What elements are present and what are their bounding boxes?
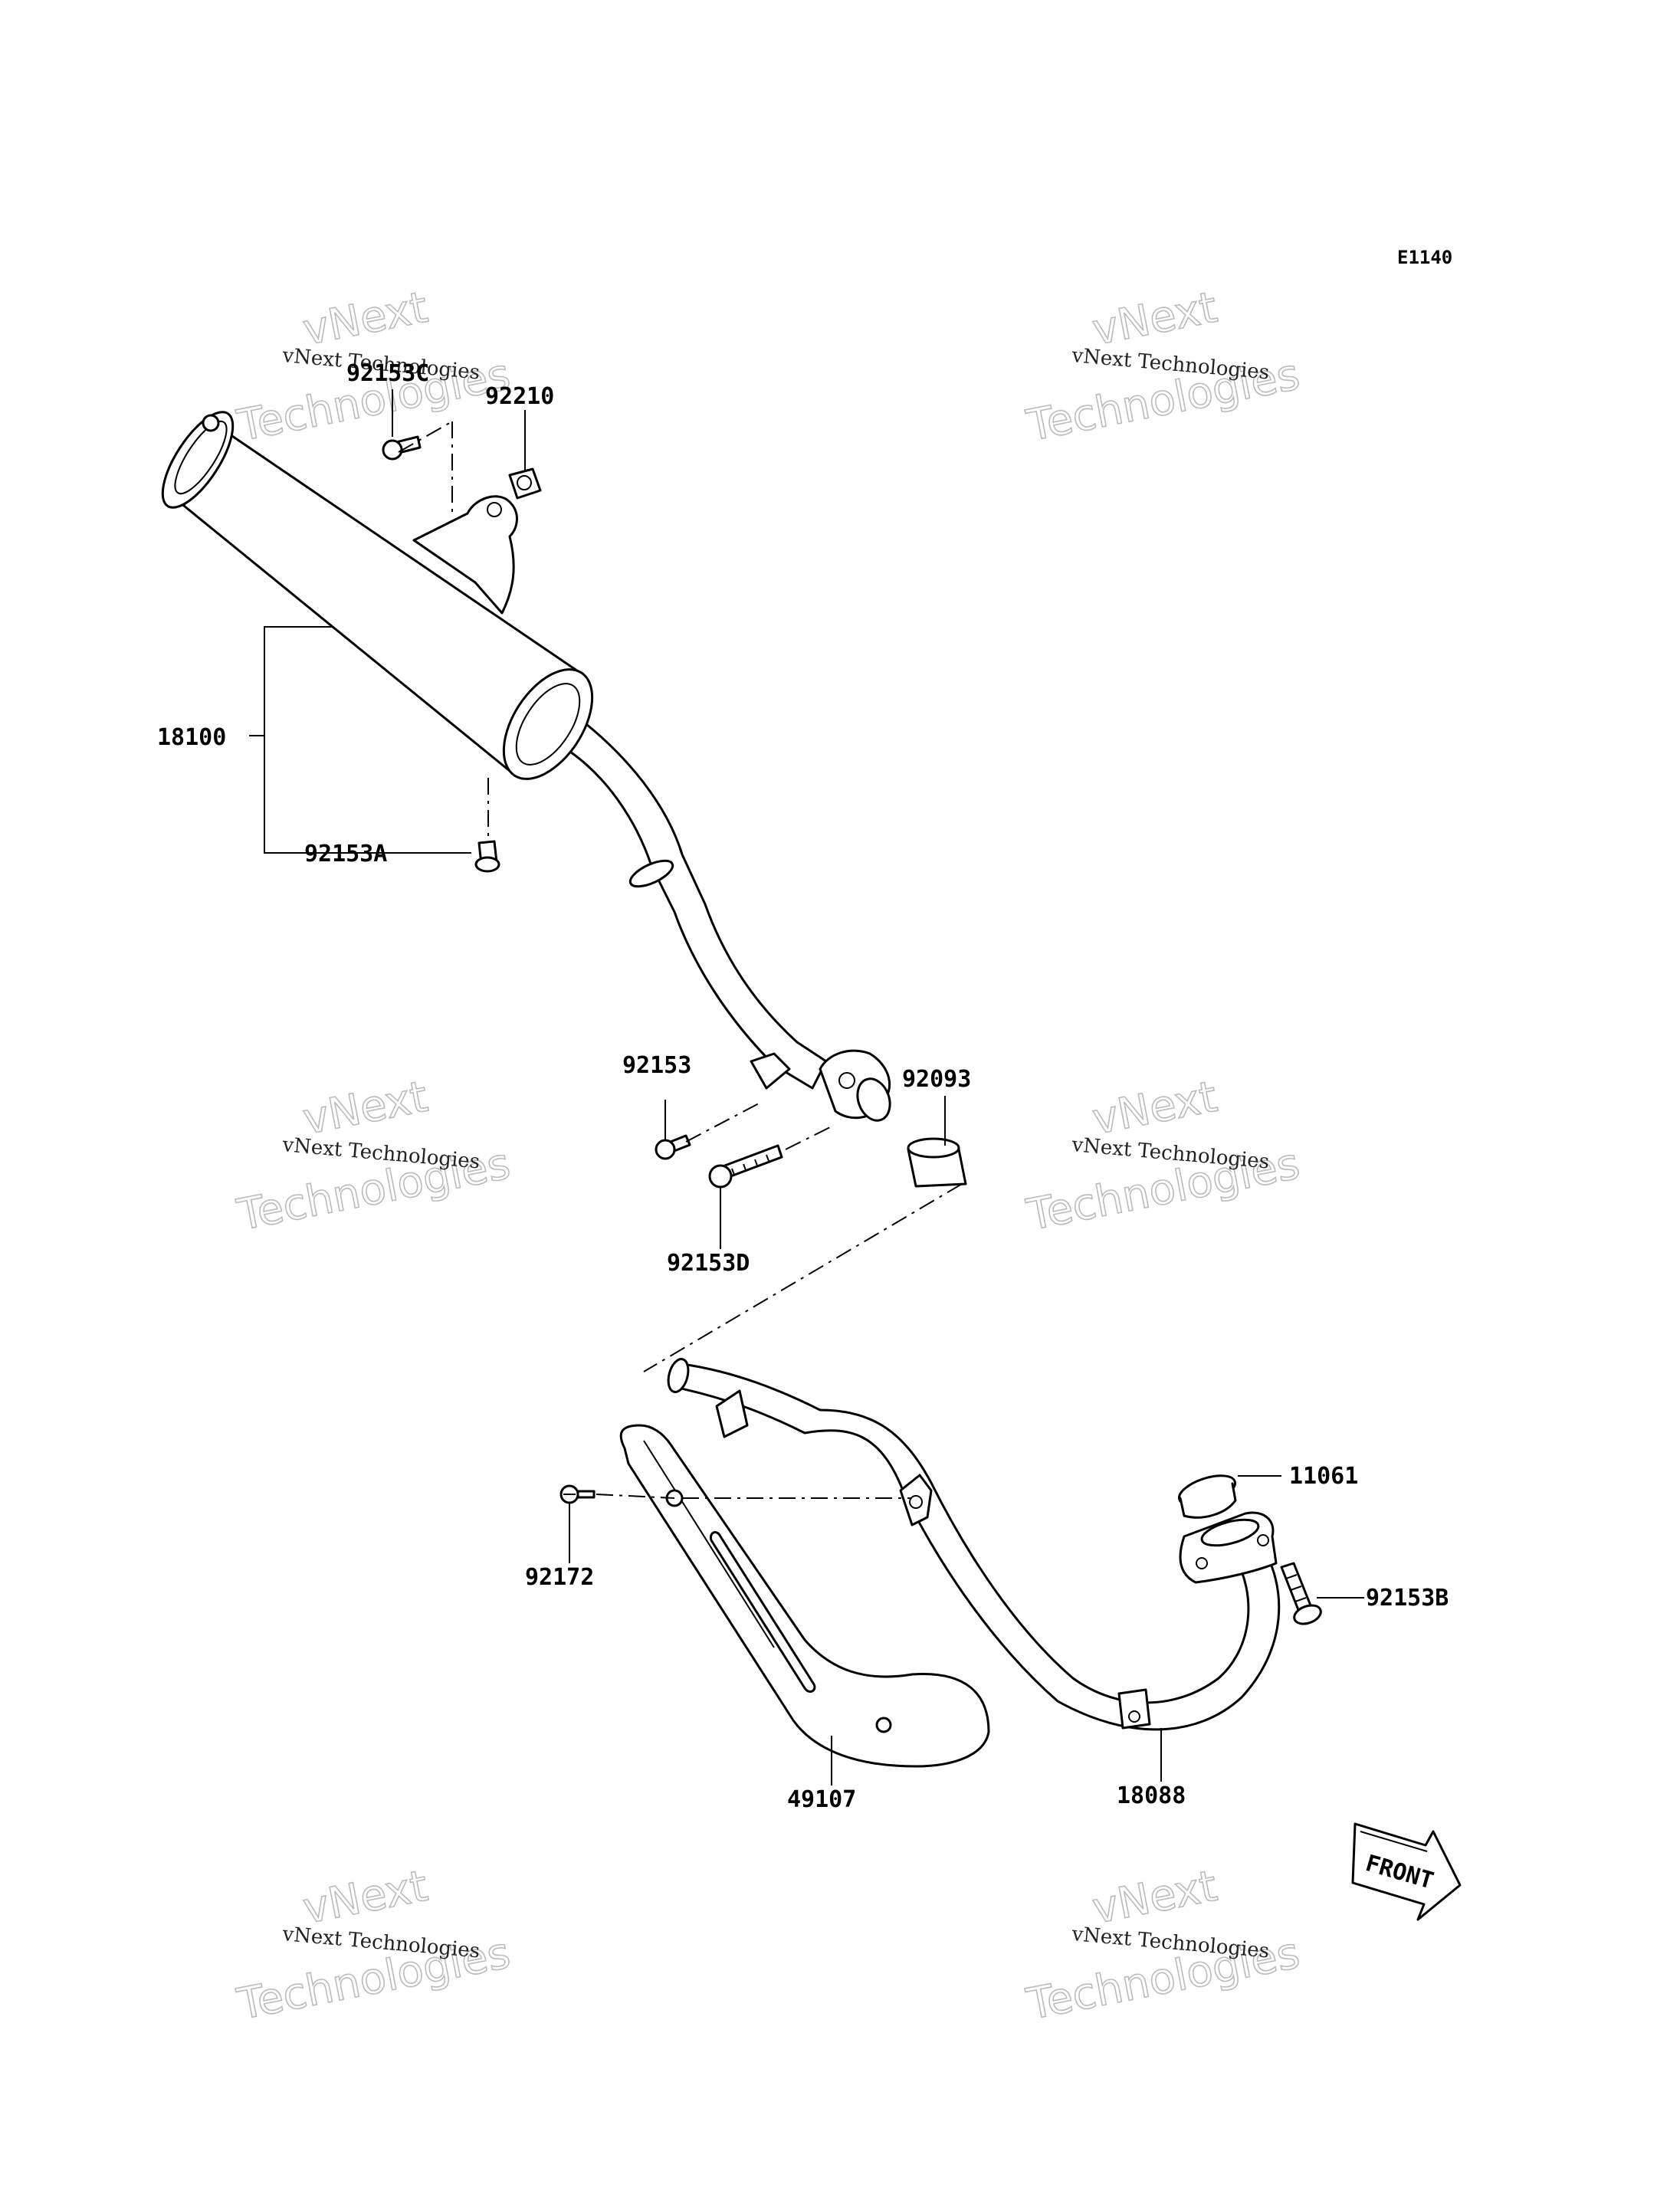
nut-92210-drawing	[508, 467, 542, 500]
assembly-lines	[398, 421, 963, 1499]
watermark-group-2: vNext Technologies vNext Technologies	[1022, 282, 1304, 452]
watermark-big-top: vNext	[299, 283, 431, 356]
header-pipe-drawing	[667, 1358, 1281, 1731]
bolt-92153-drawing	[655, 1134, 691, 1160]
bolt-92153A-drawing	[474, 840, 500, 873]
part-label-11061[interactable]: 11061	[1289, 1463, 1358, 1490]
front-arrow-icon: FRONT	[1351, 1822, 1462, 1921]
watermark-big-top: vNext	[1088, 283, 1221, 356]
part-label-92153B[interactable]: 92153B	[1366, 1585, 1449, 1612]
part-label-18100[interactable]: 18100	[157, 724, 226, 751]
watermark-group-6: vNext Technologies vNext Technologies	[1022, 1861, 1304, 2031]
bolt-92153D-drawing	[708, 1144, 783, 1189]
watermark-big-top: vNext	[299, 1072, 431, 1145]
leader-lines	[249, 389, 1364, 1785]
watermark-big-top: vNext	[1088, 1861, 1221, 1934]
bolt-92153B-drawing	[1280, 1562, 1322, 1625]
part-label-92153C[interactable]: 92153C	[346, 360, 429, 387]
part-label-92153A[interactable]: 92153A	[304, 841, 387, 867]
part-label-92210[interactable]: 92210	[485, 383, 554, 410]
watermark-group-5: vNext Technologies vNext Technologies	[232, 1861, 514, 2031]
gasket-11061-drawing	[1178, 1474, 1237, 1519]
muffler-drawing	[161, 411, 828, 1090]
watermark-group-3: vNext Technologies vNext Technologies	[232, 1071, 514, 1241]
watermark-group-4: vNext Technologies vNext Technologies	[1022, 1071, 1304, 1241]
screw-92172-drawing	[559, 1484, 596, 1504]
part-label-92093[interactable]: 92093	[902, 1066, 971, 1093]
watermark-big-top: vNext	[1088, 1072, 1221, 1145]
gasket-92093-drawing	[907, 1137, 967, 1188]
part-label-49107[interactable]: 49107	[787, 1786, 856, 1813]
watermark-big-top: vNext	[299, 1861, 431, 1934]
part-label-92153[interactable]: 92153	[622, 1052, 691, 1079]
heat-guard-drawing	[619, 1424, 990, 1768]
bolt-92153C-drawing	[382, 435, 422, 461]
part-label-18088[interactable]: 18088	[1117, 1782, 1186, 1809]
part-label-92153D[interactable]: 92153D	[667, 1250, 750, 1277]
muffler-joint-drawing	[750, 1049, 891, 1122]
part-label-92172[interactable]: 92172	[525, 1564, 594, 1591]
diagram-code: E1140	[1397, 247, 1452, 268]
